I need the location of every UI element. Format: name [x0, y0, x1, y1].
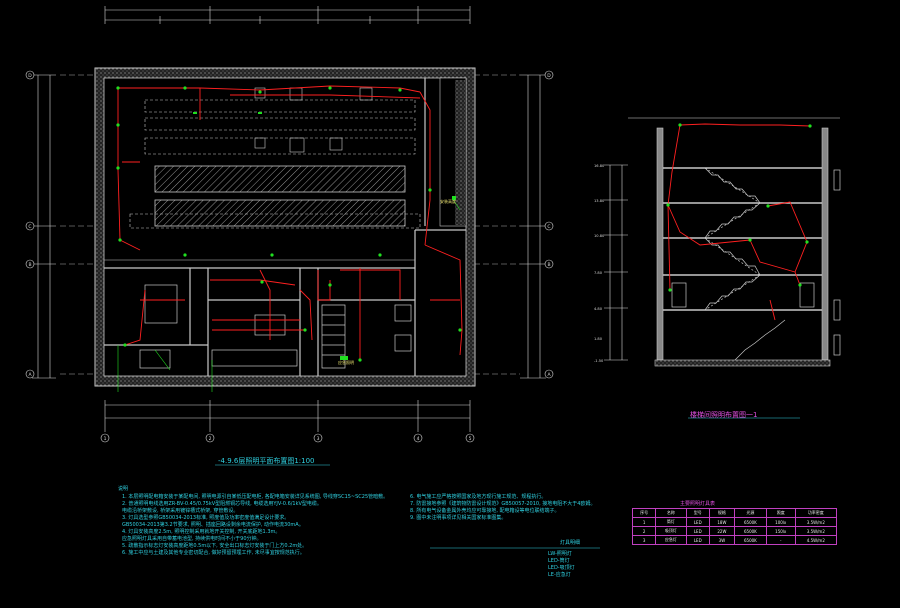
axis-label-right-2: C — [547, 224, 550, 230]
legend-line: LW-照明灯 — [548, 551, 572, 557]
section-level-5: 4.80 — [594, 307, 603, 311]
axis-label-left-1: D — [28, 73, 32, 79]
plan-title: -4.9.6层照明平面布置图1:100 — [218, 457, 315, 465]
fixture-leaders — [117, 197, 461, 392]
axis-label-bottom-4: 4 — [417, 436, 420, 442]
table-cell: 吸顶灯 — [655, 526, 687, 536]
table-header: 规格 — [708, 508, 735, 518]
section-level-2: 13.80 — [594, 199, 605, 203]
table-cell: 4.5W/m2 — [794, 535, 838, 545]
axis-label-right-3: B — [547, 262, 550, 268]
table-cell: 3W — [708, 535, 735, 545]
table-cell: 应急灯 — [655, 535, 687, 545]
plan-sign-label-1: 应急照明 — [338, 359, 354, 365]
axis-label-right-1: D — [547, 73, 551, 79]
section-title: 楼梯间照明布置图一1 — [690, 411, 758, 419]
note-line: 应急照明灯具采用自带蓄电池型, 持续供电时间不小于90分钟。 — [122, 536, 262, 542]
fixtures — [116, 86, 462, 362]
section-level-7: -1.50 — [594, 359, 604, 363]
table-cell: - — [765, 535, 796, 545]
stair-section: 16.80 13.80 10.80 7.80 4.80 1.80 -1.50 — [594, 117, 841, 367]
table-cell: 3 — [631, 535, 657, 545]
note-line: 7. 防雷接地参照《建筑物防雷设计规范》GB50057-2010, 接地电阻不大… — [410, 501, 596, 507]
legend-line: LED-筒灯 — [548, 558, 570, 564]
fixture-table: 序号 名称 型号 规格 光源 照度 功率密度 1 筒灯 LED 18W 6500… — [631, 508, 838, 545]
legend-line: LED-吸顶灯 — [548, 565, 575, 571]
table-row: 3 应急灯 LED 3W 6500K - 4.5W/m2 — [631, 535, 838, 545]
axis-label-bottom-1: 1 — [104, 436, 107, 442]
floor-plan: D C B A D C B A 1 2 3 4 5 应急照明 安装高度 — [25, 6, 554, 443]
table-cell: 6500K — [733, 517, 767, 527]
table-cell: 18W — [708, 517, 735, 527]
table-header: 名称 — [655, 508, 687, 518]
table-header: 型号 — [685, 508, 710, 518]
table-cell: 筒灯 — [655, 517, 687, 527]
note-line: 1. 本层照明配电箱安装于某配电间, 照明电源引自某低压配电柜, 各配电箱安装详… — [122, 494, 389, 500]
table-cell: LED — [685, 535, 710, 545]
note-line: 4. 灯具安装高度2.5m, 照明控制采用就地开关控制, 开关底距地1.3m。 — [122, 529, 281, 535]
table-cell: LED — [685, 517, 710, 527]
axis-bubbles — [25, 70, 554, 443]
equipment — [129, 87, 421, 229]
note-line: 6. 电气施工应严格按照国家及地方现行施工规范、规程执行。 — [410, 494, 547, 500]
axis-label-left-4: A — [28, 372, 32, 378]
notes-header: 说明 — [118, 486, 129, 492]
legend-header: 灯具明细 — [560, 540, 581, 546]
table-cell: 1 — [631, 517, 657, 527]
table-cell: 6500K — [733, 535, 767, 545]
section-level-1: 16.80 — [594, 164, 605, 168]
axis-label-right-4: A — [547, 372, 551, 378]
note-line: 电缆沿桥架敷设, 桥架采用镀锌槽式桥架, 穿管敷设。 — [122, 508, 239, 514]
top-dimensions — [104, 6, 471, 24]
legend-list: LW-照明灯 LED-筒灯 LED-吸顶灯 LE-应急灯 — [548, 551, 575, 579]
table-cell: LED — [685, 526, 710, 536]
table-cell: 6500K — [733, 526, 767, 536]
table-cell: 100lx — [765, 517, 796, 527]
axis-label-left-3: B — [28, 262, 31, 268]
note-line: GB50034-2013第3.2节要求, 照明、插座回路设剩余电流保护, 动作电… — [122, 522, 304, 528]
note-line: 6. 施工中应与土建及其他专业密切配合, 做好预留预埋工作, 未尽事宜按规范执行… — [122, 550, 305, 556]
partitions — [104, 78, 466, 376]
hatched-bay-1 — [154, 165, 406, 193]
note-line: 3. 灯具选型参照GB50034-2013标准, 照度值及功率密度值满足设计要求… — [122, 515, 290, 521]
table-cell: 150lx — [765, 526, 796, 536]
table-header-row: 序号 名称 型号 规格 光源 照度 功率密度 — [631, 508, 838, 518]
axis-label-bottom-3: 3 — [317, 436, 320, 442]
table-row: 1 筒灯 LED 18W 6500K 100lx 3.5W/m2 — [631, 517, 838, 527]
legend-line: LE-应急灯 — [548, 572, 571, 578]
table-header: 序号 — [631, 508, 657, 518]
plan-sign-label-2: 安装高度 — [440, 198, 456, 204]
table-cell: 22W — [708, 526, 735, 536]
section-level-3: 10.80 — [594, 234, 605, 238]
table-cell: 2 — [631, 526, 657, 536]
table-cell: 3.5W/m2 — [794, 517, 838, 527]
note-line: 8. 所有电气设备金属外壳均应可靠接地, 配电箱设等电位联结端子。 — [410, 508, 560, 514]
table-cell: 3.5W/m2 — [794, 526, 838, 536]
table-header: 功率密度 — [794, 508, 838, 518]
section-level-4: 7.80 — [594, 271, 603, 275]
hatched-bay-2 — [154, 199, 406, 227]
side-dimensions — [32, 74, 546, 379]
axis-label-left-2: C — [28, 224, 31, 230]
axis-label-bottom-5: 5 — [469, 436, 472, 442]
fixture-table-title: 主要照明灯具表 — [680, 501, 716, 507]
table-header: 照度 — [765, 508, 796, 518]
bottom-dimensions — [104, 400, 471, 432]
notes-right: 6. 电气施工应严格按照国家及地方现行施工规范、规程执行。 7. 防雷接地参照《… — [410, 494, 595, 522]
notes-left: 1. 本层照明配电箱安装于某配电间, 照明电源引自某低压配电柜, 各配电箱安装详… — [122, 494, 388, 557]
note-line: 9. 图中未注明事项详见相关国家标准图集。 — [410, 515, 507, 521]
section-level-6: 1.80 — [594, 337, 603, 341]
table-header: 光源 — [733, 508, 767, 518]
note-line: 5. 疏散指示标志灯安装高度距地0.5m以下, 安全出口标志灯安装于门上方0.2… — [122, 543, 308, 549]
note-line: 2. 普通照明电线选用ZR-BV-0.45/0.75kV型阻燃铜芯导线, 电缆选… — [122, 501, 322, 507]
table-row: 2 吸顶灯 LED 22W 6500K 150lx 3.5W/m2 — [631, 526, 838, 536]
axis-label-bottom-2: 2 — [209, 436, 212, 442]
